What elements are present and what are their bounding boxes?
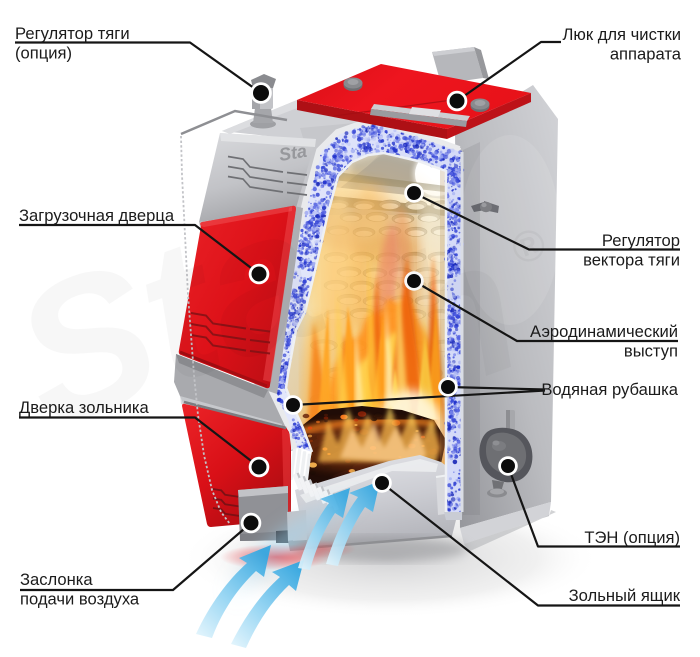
svg-text:подачи воздуха: подачи воздуха <box>20 590 140 609</box>
svg-text:Регулятор тяги: Регулятор тяги <box>15 24 130 43</box>
svg-text:Sta: Sta <box>277 141 308 165</box>
svg-text:Заслонка: Заслонка <box>20 570 93 589</box>
svg-text:выступ: выступ <box>624 342 678 361</box>
svg-text:Регулятор: Регулятор <box>602 231 680 250</box>
svg-text:(опция): (опция) <box>15 44 72 63</box>
svg-text:ТЭН (опция): ТЭН (опция) <box>584 528 680 547</box>
svg-text:Аэродинамический: Аэродинамический <box>530 322 678 341</box>
svg-text:Зольный ящик: Зольный ящик <box>569 586 681 605</box>
svg-text:аппарата: аппарата <box>610 45 682 64</box>
svg-text:Загрузочная дверца: Загрузочная дверца <box>19 206 175 225</box>
svg-text:Люк для чистки: Люк для чистки <box>562 25 681 44</box>
svg-text:Дверка зольника: Дверка зольника <box>19 398 149 417</box>
svg-text:Водяная рубашка: Водяная рубашка <box>541 380 678 399</box>
svg-text:вектора тяги: вектора тяги <box>583 251 680 270</box>
